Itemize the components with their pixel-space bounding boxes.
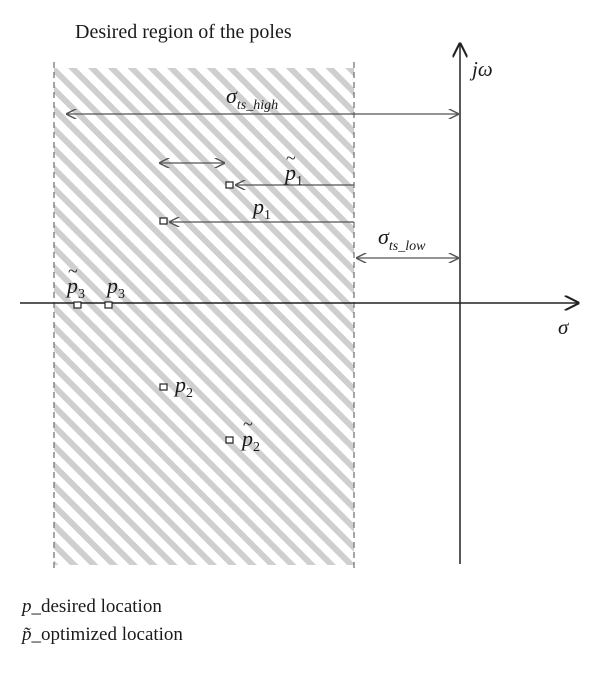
pole-p3 <box>104 301 113 309</box>
pole-p3-optimized-label: p3 <box>65 273 85 302</box>
legend-optimized-text: _optimized location <box>31 624 183 645</box>
real-axis-label: σ <box>558 315 570 339</box>
legend-desired: p_desired location <box>22 596 162 618</box>
legend-desired-symbol: p <box>22 596 32 617</box>
pole-p1-optimized <box>225 181 234 189</box>
sigma-high-label: σts_high <box>226 83 278 113</box>
pole-p3-optimized <box>73 301 82 309</box>
tilde-icon: ~ <box>68 261 78 281</box>
pole-p2-optimized-label: p2 <box>240 426 260 455</box>
pole-p1-optimized-label: p1 <box>283 160 303 189</box>
pole-p3-label: p3 <box>105 273 125 302</box>
legend-optimized-symbol: p̃ <box>22 624 32 645</box>
pole-p2-optimized <box>225 436 234 444</box>
sigma-low-label: σts_low <box>378 224 426 254</box>
pole-p1-label: p1 <box>251 194 271 223</box>
legend-desired-text: _desired location <box>31 596 162 617</box>
pole-p2 <box>159 383 168 391</box>
tilde-icon: ~ <box>286 148 296 168</box>
diagram-title: Desired region of the poles <box>75 21 292 43</box>
legend-optimized: p̃_optimized location <box>22 624 183 646</box>
pole-p1 <box>159 217 168 225</box>
imaginary-axis-label: jω <box>469 57 493 81</box>
pole-p2-label: p2 <box>173 372 193 401</box>
desired-region <box>54 68 354 565</box>
tilde-icon: ~ <box>243 414 253 434</box>
